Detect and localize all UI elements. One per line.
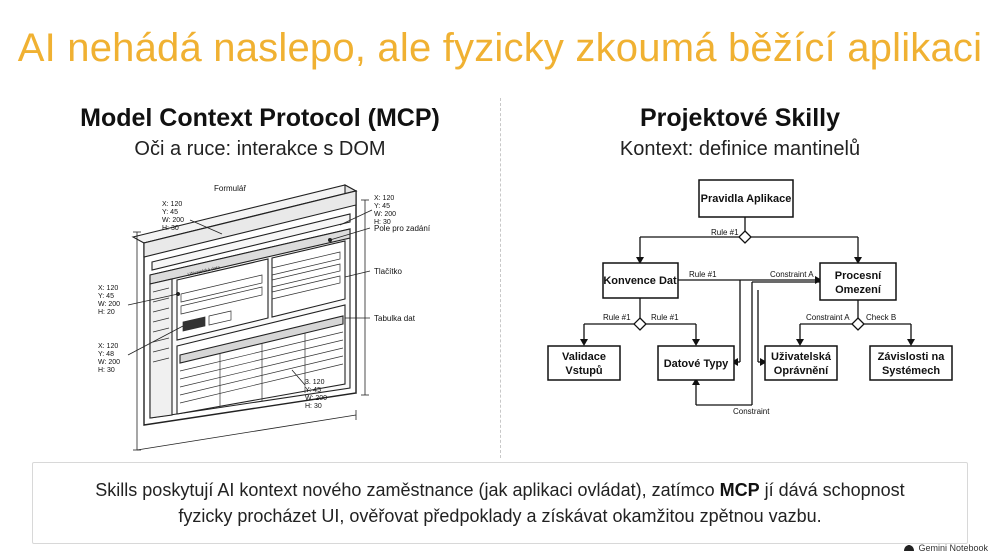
sketch-title-bar [143,190,357,258]
edge-label-check-b: Check B [866,313,896,322]
node-label-uzivatelska-1: Uživatelská [771,351,832,363]
notebook-logo-icon [904,545,915,551]
node-label-datove: Datové Typy [664,358,729,370]
node-label-validace-1: Validace [562,351,606,363]
brand-mark: Gemini Notebook [903,543,988,553]
skills-heading: Projektové Skilly [639,104,841,132]
node-pravidla-aplikace [698,179,794,218]
coord-top-right-x: X: 120 [374,195,394,202]
edge-label-rule-right: Rule #1 [651,313,679,322]
coord-bottom-w: W: 200 [305,395,327,402]
coord-top-left-x: X: 120 [162,201,182,208]
coord-top-right-h: H: 30 [374,219,391,226]
node-procesni-omezeni [819,262,897,301]
node-label-konvence: Konvence Dat [603,275,677,287]
label-table: Tabulka dat [374,314,416,323]
coord-left-low-x: X: 120 [98,343,118,350]
decision-diamond-left [633,317,647,331]
coord-top-left-h: H: 30 [162,225,179,232]
node-label-zavislosti-2: Systémech [882,365,940,377]
coord-top-right-w: W: 200 [374,211,396,218]
slide-title: AI nehádá naslepo, ale fyzicky zkoumá bě… [17,26,983,70]
node-validace-vstupu [547,345,621,381]
coord-bottom-h: H: 30 [305,403,322,410]
mcp-subheading: Oči a ruce: interakce s DOM [134,138,386,160]
edge-label-constraint-a-top: Constraint A [770,270,814,279]
sketch-table-header [179,315,344,364]
edge-label-constraint-a: Constraint A [806,313,850,322]
edge-label-rule-top: Rule #1 [711,228,739,237]
decision-diamond-right [851,317,865,331]
node-label-uzivatelska-2: Oprávnění [774,365,829,377]
sketch-button [182,316,206,332]
brand-label: Gemini Notebook [918,543,988,553]
coord-left-mid-x: X: 120 [98,285,118,292]
sketch-app-header [149,228,351,285]
label-input-field: Pole pro zadání [374,224,431,233]
skills-header: Projektové Skilly Kontext: definice mant… [530,104,950,161]
node-konvence-dat [602,262,679,299]
node-label-procesni-2: Omezení [835,284,882,296]
coord-left-low-h: H: 30 [98,367,115,374]
decision-diamond-top [738,230,752,244]
summary-note: Skills poskytují AI kontext nového zaměs… [32,462,968,544]
node-label-validace-2: Vstupů [565,365,602,377]
node-zavislosti-na-systemech [869,345,953,381]
coord-top-left-w: W: 200 [162,217,184,224]
node-label-zavislosti-1: Závislosti na [878,351,946,363]
ui-sketch-illustration: Formulář Uživatelská data Pole pro zadán… [98,184,431,451]
edge-label-rule-mid: Rule #1 [689,270,717,279]
coord-left-low-y: Y: 48 [98,351,114,358]
node-label-pravidla: Pravidla Aplikace [701,193,792,205]
node-datove-typy [657,345,735,381]
mcp-heading: Model Context Protocol (MCP) [80,104,440,132]
coord-left-mid-w: W: 200 [98,301,120,308]
sketch-window-title: Formulář [214,184,246,193]
label-button: Tlačítko [374,267,403,276]
coord-left-low-w: W: 200 [98,359,120,366]
sketch-address-bar [151,213,351,271]
skills-flow-diagram: Pravidla Aplikace Konvence Dat Procesní … [547,179,953,416]
skills-subheading: Kontext: definice mantinelů [619,138,861,160]
coord-bottom-x: 3. 120 [305,379,325,386]
edge-label-constraint-bottom: Constraint [733,407,770,416]
coord-top-left-y: Y: 45 [162,209,178,216]
node-uzivatelska-opravneni [764,345,838,381]
mcp-emphasis: MCP [719,480,760,500]
coord-top-right-y: Y: 45 [374,203,390,210]
summary-text: Skills poskytují AI kontext nového zaměs… [95,480,905,526]
mcp-header: Model Context Protocol (MCP) Oči a ruce:… [40,104,480,161]
coord-left-mid-h: H: 20 [98,309,115,316]
node-label-procesni-1: Procesní [835,270,882,282]
column-divider [500,98,501,458]
coord-left-mid-y: Y: 45 [98,293,114,300]
coord-bottom-y: Y: 45 [305,387,321,394]
edge-label-rule-left: Rule #1 [603,313,631,322]
sketch-sidebar [149,278,173,419]
